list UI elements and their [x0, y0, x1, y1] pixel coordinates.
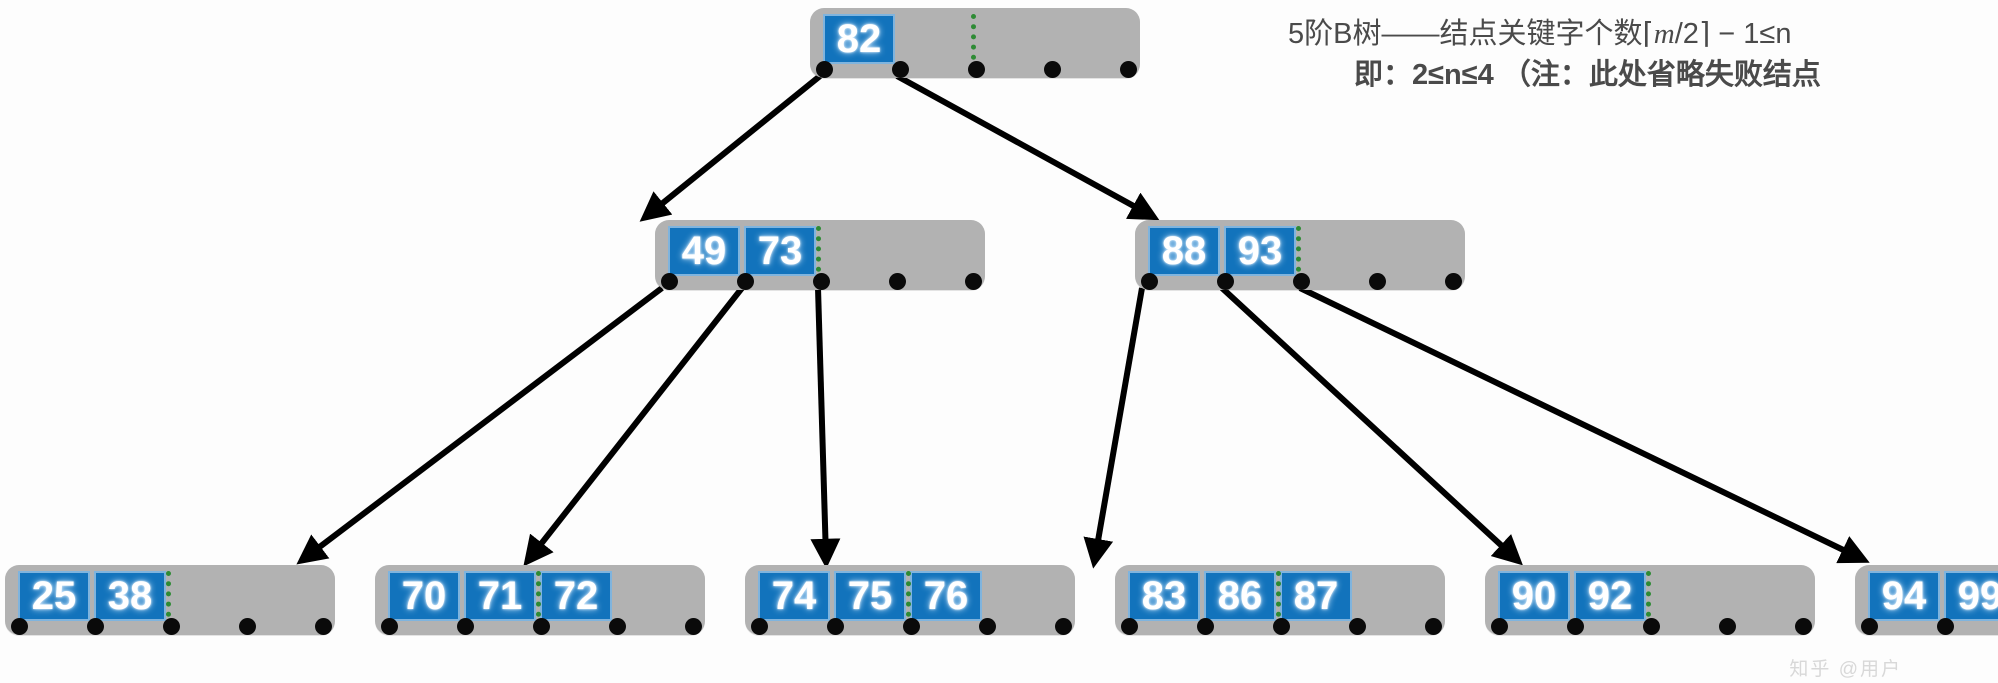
child-pointer-dot[interactable] — [1369, 273, 1386, 290]
key-cell: 72 — [540, 571, 612, 621]
child-pointer-dot[interactable] — [813, 273, 830, 290]
btree-node-root[interactable]: 82 — [810, 8, 1140, 78]
tree-edge-internal-left-to-leaf-3 — [810, 287, 841, 569]
key-cell: 25 — [18, 571, 90, 621]
key-divider-line — [166, 571, 171, 627]
child-pointer-dot[interactable] — [1141, 273, 1158, 290]
child-pointer-dot[interactable] — [1425, 618, 1442, 635]
tree-edge-internal-left-to-leaf-2 — [523, 286, 745, 567]
child-pointer-dot[interactable] — [381, 618, 398, 635]
tree-edges — [296, 73, 1870, 569]
key-divider-line — [1296, 226, 1301, 282]
key-cell: 75 — [834, 571, 906, 621]
child-pointer-dot[interactable] — [315, 618, 332, 635]
key-divider-line — [1646, 571, 1651, 627]
child-pointer-dot[interactable] — [737, 273, 754, 290]
child-pointer-dot[interactable] — [685, 618, 702, 635]
child-pointer-dot[interactable] — [889, 273, 906, 290]
key-divider-line — [536, 571, 541, 627]
tree-edge-internal-right-to-leaf-4 — [1083, 287, 1145, 569]
child-pointer-dot[interactable] — [1273, 618, 1290, 635]
child-pointer-dot[interactable] — [1445, 273, 1462, 290]
child-pointer-dot[interactable] — [1643, 618, 1660, 635]
tree-edge-internal-right-to-leaf-6 — [1298, 285, 1870, 564]
child-pointer-dot[interactable] — [1491, 618, 1508, 635]
child-pointer-dot[interactable] — [816, 61, 833, 78]
child-pointer-dot[interactable] — [533, 618, 550, 635]
key-cell: 74 — [758, 571, 830, 621]
child-pointer-dot[interactable] — [1217, 273, 1234, 290]
child-pointer-dot[interactable] — [1349, 618, 1366, 635]
key-cell: 82 — [823, 14, 895, 64]
key-cell: 71 — [464, 571, 536, 621]
child-pointer-dot[interactable] — [1044, 61, 1061, 78]
child-pointer-dot[interactable] — [892, 61, 909, 78]
child-pointer-dot[interactable] — [457, 618, 474, 635]
annotation-note: 5阶B树——结点关键字个数⌈m/2⌉ − 1≤n 即：2≤n≤4 （注：此处省略… — [1288, 14, 1998, 96]
key-cell: 38 — [94, 571, 166, 621]
child-pointer-dot[interactable] — [1197, 618, 1214, 635]
watermark: 知乎 @用户 — [1789, 659, 1902, 680]
key-cell: 49 — [668, 226, 740, 276]
key-cell: 76 — [910, 571, 982, 621]
key-cell: 83 — [1128, 571, 1200, 621]
child-pointer-dot[interactable] — [1055, 618, 1072, 635]
key-cell: 86 — [1204, 571, 1276, 621]
child-pointer-dot[interactable] — [1121, 618, 1138, 635]
child-pointer-dot[interactable] — [1719, 618, 1736, 635]
key-divider-line — [816, 226, 821, 282]
key-cell: 87 — [1280, 571, 1352, 621]
tree-edge-internal-left-to-leaf-1 — [296, 285, 664, 565]
annotation-line-2: 即：2≤n≤4 （注：此处省略失败结点 — [1354, 59, 1821, 92]
key-cell: 99 — [1944, 571, 1998, 621]
child-pointer-dot[interactable] — [979, 618, 996, 635]
key-cell: 90 — [1498, 571, 1570, 621]
child-pointer-dot[interactable] — [1120, 61, 1137, 78]
child-pointer-dot[interactable] — [661, 273, 678, 290]
key-divider-line — [906, 571, 911, 627]
child-pointer-dot[interactable] — [1795, 618, 1812, 635]
tree-edge-root-to-internal-left — [639, 73, 822, 222]
key-cell: 93 — [1224, 226, 1296, 276]
child-pointer-dot[interactable] — [87, 618, 104, 635]
child-pointer-dot[interactable] — [827, 618, 844, 635]
key-cell: 88 — [1148, 226, 1220, 276]
child-pointer-dot[interactable] — [903, 618, 920, 635]
child-pointer-dot[interactable] — [239, 618, 256, 635]
child-pointer-dot[interactable] — [609, 618, 626, 635]
annotation-line-1: 5阶B树——结点关键字个数⌈m/2⌉ − 1≤n — [1288, 18, 1792, 50]
key-cell: 94 — [1868, 571, 1940, 621]
child-pointer-dot[interactable] — [1567, 618, 1584, 635]
child-pointer-dot[interactable] — [751, 618, 768, 635]
child-pointer-dot[interactable] — [163, 618, 180, 635]
child-pointer-dot[interactable] — [968, 61, 985, 78]
child-pointer-dot[interactable] — [11, 618, 28, 635]
child-pointer-dot[interactable] — [1861, 618, 1878, 635]
tree-edge-internal-right-to-leaf-5 — [1219, 285, 1523, 566]
child-pointer-dot[interactable] — [1293, 273, 1310, 290]
key-cell: 92 — [1574, 571, 1646, 621]
key-divider-line — [971, 14, 976, 70]
child-pointer-dot[interactable] — [965, 273, 982, 290]
key-divider-line — [1276, 571, 1281, 627]
key-cell: 70 — [388, 571, 460, 621]
key-cell: 73 — [744, 226, 816, 276]
child-pointer-dot[interactable] — [1937, 618, 1954, 635]
tree-edge-root-to-internal-right — [895, 73, 1160, 221]
